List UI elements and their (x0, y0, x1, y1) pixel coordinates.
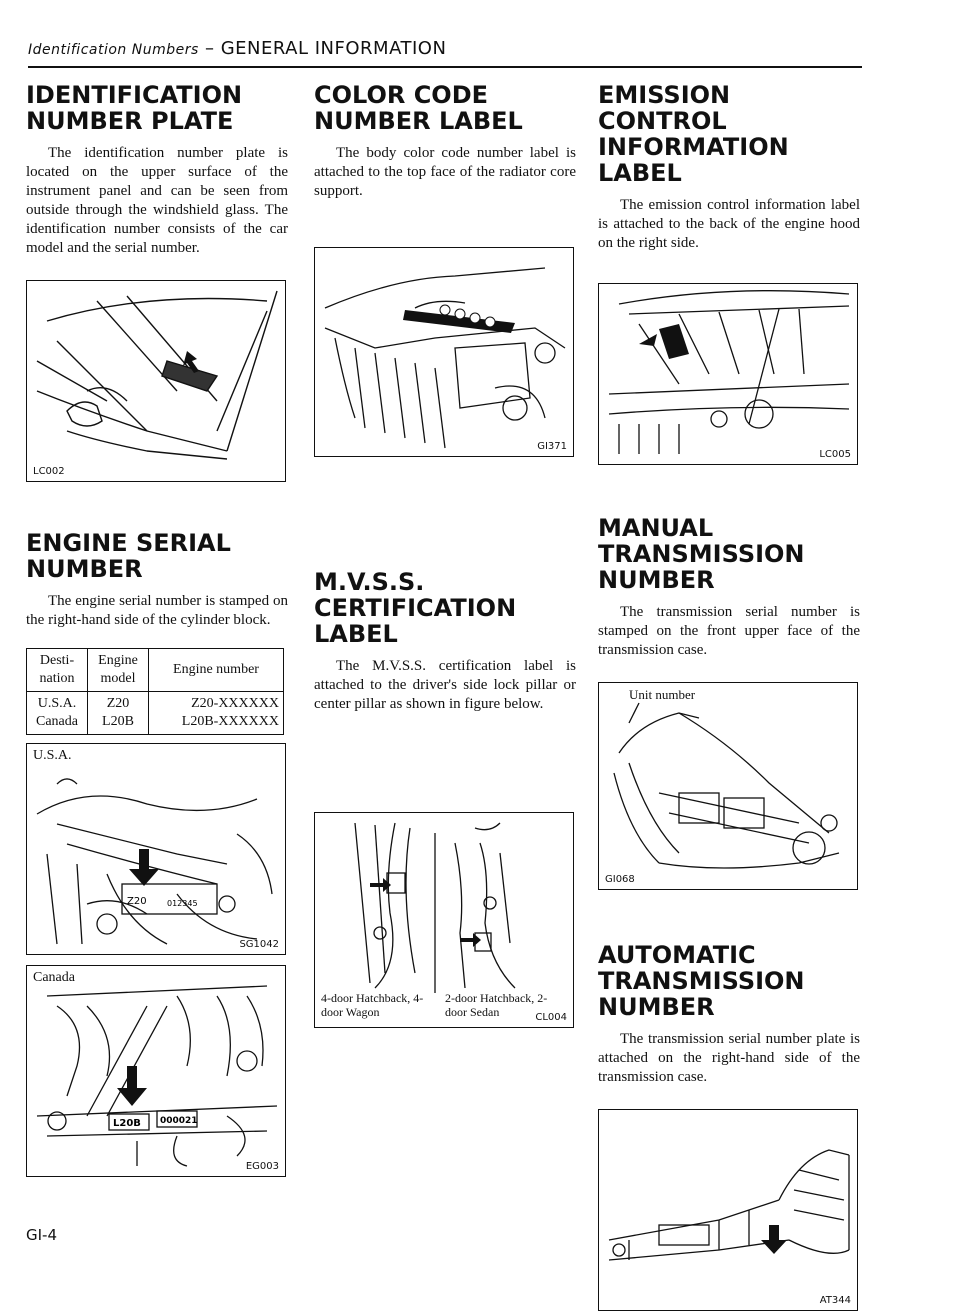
figure-engine-usa: Z20 012345 U.S.A. SG1042 (26, 743, 286, 955)
table-cell: Z20-XXXXXX L20B-XXXXXX (148, 691, 284, 735)
engine-canada-illustration: L20B 000021 (36, 985, 278, 1167)
figure-code: GI371 (537, 441, 567, 452)
running-header: Identification Numbers – GENERAL INFORMA… (28, 38, 862, 59)
figure-engine-canada: L20B 000021 Canada EG003 (26, 965, 286, 1177)
table-header: Engine model (87, 648, 149, 692)
section-title-auto-trans: AUTOMATIC TRANSMISSION NUMBER (598, 941, 805, 1021)
table-cell-text: L20B-XXXXXX (181, 714, 279, 729)
section-body-engine-serial: The engine serial number is stamped on t… (26, 593, 288, 628)
table-cell-text: L20B (102, 714, 134, 729)
figure-code: LC002 (33, 466, 65, 477)
table-cell-text: Z20-XXXXXX (191, 696, 279, 711)
engine-stamp: L20B (113, 1118, 141, 1129)
automatic-transmission-illustration (608, 1149, 850, 1261)
figure-emission: LC005 (598, 283, 858, 465)
engine-stamp-number: 012345 (167, 899, 198, 908)
figure-label: Canada (33, 970, 75, 985)
figure-id-plate: LC002 (26, 280, 286, 482)
figure-label: U.S.A. (33, 748, 72, 763)
arrow-icon (370, 878, 391, 892)
table-header: Desti- nation (26, 648, 88, 692)
section-body-emission: The emission control information label i… (598, 197, 860, 251)
section-title-color-code: COLOR CODE NUMBER LABEL (314, 81, 523, 135)
section-title-mvss: M.V.S.S. CERTIFICATION LABEL (314, 568, 517, 648)
header-section: Identification Numbers (28, 42, 199, 58)
arrow-icon (460, 933, 481, 947)
dashboard-illustration (36, 290, 278, 460)
engine-stamp-number: 000021 (160, 1116, 198, 1126)
section-body-color-code: The body color code number label is atta… (314, 145, 576, 199)
section-body-mvss: The M.V.S.S. certification label is atta… (314, 658, 576, 712)
arrow-icon (117, 1066, 147, 1106)
arrow-icon (639, 334, 657, 346)
label-plate (659, 324, 689, 359)
arrow-icon (183, 351, 199, 373)
figure-code: LC005 (819, 449, 851, 460)
figure-label: Unit number (629, 687, 696, 702)
figure-mvss: 4-door Hatchback, 4-door Wagon 2-door Ha… (314, 812, 574, 1028)
arrow-icon (761, 1225, 787, 1254)
figure-color-code: GI371 (314, 247, 574, 457)
figure-code: GI068 (605, 874, 635, 885)
section-title-emission: EMISSION CONTROL INFORMATION LABEL (598, 81, 789, 187)
figure-manual-trans: Unit number GI068 (598, 682, 858, 890)
column-right: EMISSION CONTROL INFORMATION LABEL The e… (598, 82, 860, 1311)
engine-number-table: Desti- nation Engine model Engine number… (26, 648, 284, 735)
manual-transmission-illustration (613, 702, 840, 869)
radiator-illustration (324, 267, 566, 449)
figure-auto-trans: AT344 (598, 1109, 858, 1311)
table-cell: U.S.A. Canada (26, 691, 88, 735)
section-title-id-plate: IDENTIFICATION NUMBER PLATE (26, 81, 243, 135)
table-header-row: Desti- nation Engine model Engine number (26, 648, 284, 692)
table-header: Engine number (148, 648, 284, 692)
column-middle: COLOR CODE NUMBER LABEL The body color c… (314, 82, 576, 1028)
section-title-manual-trans: MANUAL TRANSMISSION NUMBER (598, 514, 805, 594)
engine-usa-illustration: Z20 012345 (36, 778, 273, 945)
engine-hood-illustration (608, 290, 850, 454)
section-body-id-plate: The identification number plate is locat… (26, 145, 288, 256)
table-cell-text: Z20 (106, 696, 130, 711)
table-cell-text: U.S.A. (37, 696, 77, 711)
header-rule (28, 66, 862, 68)
section-body-auto-trans: The transmission serial number plate is … (598, 1031, 860, 1085)
section-title-engine-serial: ENGINE SERIAL NUMBER (26, 529, 231, 583)
figure-caption-left: 4-door Hatchback, 4-door Wagon (321, 991, 424, 1019)
table-cell: Z20 L20B (87, 691, 149, 735)
header-chapter: GENERAL INFORMATION (220, 38, 447, 59)
figure-caption-right: 2-door Hatchback, 2-door Sedan (445, 991, 548, 1019)
table-row: U.S.A. Canada Z20 L20B Z20-XXXXXX L20B-X… (26, 691, 284, 735)
figure-code: EG003 (245, 1161, 279, 1172)
page-number: GI-4 (26, 1226, 58, 1244)
door-pillar-illustration (354, 822, 516, 993)
engine-stamp: Z20 (127, 896, 147, 907)
figure-code: AT344 (819, 1295, 851, 1306)
figure-code: SG1042 (239, 939, 279, 950)
arrow-icon (129, 849, 159, 886)
column-left: IDENTIFICATION NUMBER PLATE The identifi… (26, 82, 288, 1177)
header-separator: – (198, 38, 221, 59)
figure-code: CL004 (535, 1012, 567, 1023)
section-body-manual-trans: The transmission serial number is stampe… (598, 604, 860, 658)
table-cell-text: Canada (36, 714, 78, 729)
